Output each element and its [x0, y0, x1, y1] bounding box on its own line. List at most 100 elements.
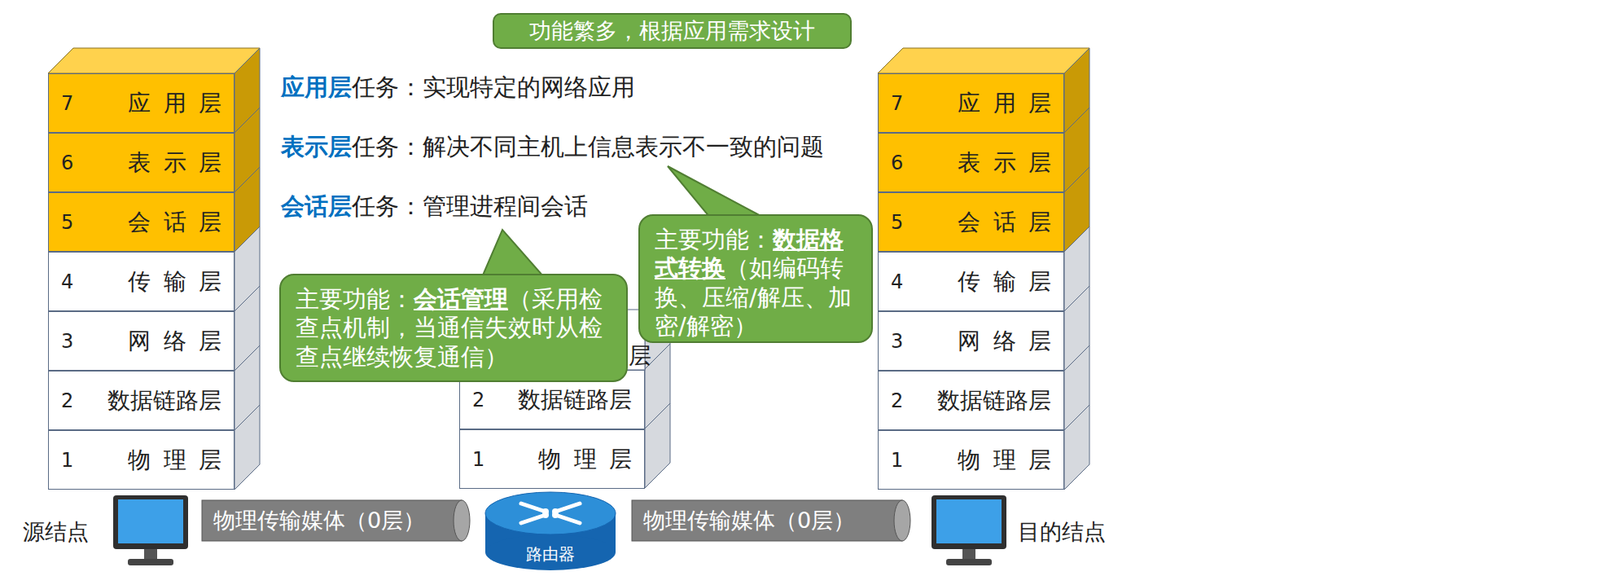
callout-box: 主要功能：会话管理（采用检查点机制，当通信失效时从检查点继续恢复通信）: [279, 273, 628, 382]
monitor-screen: [936, 499, 1002, 544]
layer-number: 6: [890, 151, 904, 175]
stack-side-face: [1064, 404, 1090, 490]
router-arrow: [555, 514, 580, 523]
layer-number: 4: [61, 270, 74, 294]
layer-number: 3: [61, 329, 74, 353]
layer-number: 2: [890, 389, 904, 413]
media-box: 物理传输媒体（0层）: [201, 499, 462, 541]
media-label: 物理传输媒体（0层）: [213, 505, 426, 535]
host-node: 目的结点: [928, 488, 1124, 570]
layer-name: 物理层: [957, 444, 1064, 476]
monitor-base: [127, 558, 174, 566]
monitor-frame: [113, 495, 189, 549]
monitor-base: [946, 558, 992, 566]
layer-name: 数据链路层: [937, 385, 1052, 417]
layer-box: 4 传输层: [48, 251, 235, 312]
layer-name: 物理层: [127, 444, 234, 476]
layer-name: 网络层: [957, 325, 1064, 357]
monitor-stand: [962, 548, 976, 559]
layer-box: 1 物理层: [877, 429, 1065, 490]
router-arrow: [521, 514, 546, 523]
stack-side-face: [234, 404, 260, 490]
layer-number: 2: [472, 388, 485, 412]
layer-box: 3 网络层: [48, 311, 235, 371]
layer-name: 传输层: [957, 266, 1064, 298]
layer-box: 7 应用层: [48, 73, 235, 133]
router-arrow: [555, 503, 580, 512]
stack-top-face: [48, 48, 260, 74]
layer-number: 3: [890, 329, 904, 353]
layer-number: 1: [61, 448, 74, 472]
layer-number: 4: [890, 270, 904, 294]
layer-box: 6 表示层: [877, 132, 1065, 193]
layer-box: 3 网络层: [877, 311, 1065, 371]
callout-text: 主要功能：: [295, 284, 414, 313]
layer-name: 应用层: [127, 87, 234, 119]
callout-box: 主要功能：数据格式转换（如编码转换、压缩/解压、加密/解密）: [638, 214, 873, 343]
layer-box: 5 会话层: [48, 192, 235, 252]
monitor-frame: [931, 495, 1007, 549]
layer-fragment: 层: [628, 340, 652, 372]
layer-name: 传输层: [127, 266, 234, 298]
media-label: 物理传输媒体（0层）: [643, 505, 855, 535]
task-text: 任务：管理进程间会话: [351, 192, 588, 220]
monitor-stand: [144, 548, 158, 559]
router-arrow-head: [542, 511, 549, 518]
stack-side-face: [644, 403, 671, 488]
layer-name: 会话层: [957, 206, 1064, 238]
callout-box: 功能繁多，根据应用需求设计: [492, 13, 852, 49]
router-node: 路由器: [485, 491, 616, 570]
layer-number: 1: [472, 447, 485, 471]
layer-number: 7: [61, 92, 74, 115]
layer-name: 网络层: [127, 325, 234, 357]
layer-box: 1 物理层: [459, 429, 645, 489]
layer-title: 会话层: [280, 192, 352, 220]
layer-name: 表示层: [127, 147, 234, 179]
callout-text: 主要功能：: [654, 225, 773, 254]
layer-name: 数据链路层: [517, 384, 632, 416]
host-label: 源结点: [22, 517, 89, 547]
media-cylinder-end: [453, 499, 470, 541]
layer-name: 会话层: [127, 206, 234, 238]
callout-pointer: [482, 229, 544, 277]
layer-number: 1: [890, 448, 904, 472]
task-line: 应用层任务：实现特定的网络应用: [280, 71, 636, 105]
task-line: 会话层任务：管理进程间会话: [280, 190, 588, 224]
task-text: 任务：解决不同主机上信息表示不一致的问题: [351, 132, 825, 161]
media-cylinder-end: [894, 499, 911, 541]
host-label: 目的结点: [1017, 517, 1106, 547]
task-line: 表示层任务：解决不同主机上信息表示不一致的问题: [280, 131, 825, 164]
media-cylinder: [631, 499, 903, 541]
router-top: [485, 491, 616, 535]
layer-box: 6 表示层: [48, 132, 235, 193]
layer-box: 2 数据链路层: [877, 370, 1065, 430]
media-cylinder: [201, 499, 462, 541]
task-text: 任务：实现特定的网络应用: [351, 73, 636, 101]
monitor-screen: [118, 499, 184, 544]
callout-keyword: 会话管理: [413, 284, 509, 313]
layer-box: 4 传输层: [877, 251, 1065, 312]
layer-box: 7 应用层: [877, 73, 1065, 133]
router-arrow-head: [552, 508, 559, 515]
router-bottom: [485, 534, 616, 570]
layer-number: 5: [890, 210, 904, 234]
router-arrow: [521, 503, 546, 512]
layer-name: 表示层: [957, 147, 1064, 179]
layer-title: 应用层: [280, 73, 352, 101]
layer-number: 7: [890, 92, 904, 115]
callout-text: 功能繁多，根据应用需求设计: [529, 16, 816, 46]
router-label: 路由器: [526, 543, 575, 566]
layer-number: 2: [61, 389, 74, 413]
layer-title: 表示层: [280, 132, 352, 161]
layer-box: 5 会话层: [877, 192, 1065, 252]
layer-name: 应用层: [957, 87, 1064, 119]
layer-box: 1 物理层: [48, 429, 235, 490]
layer-number: 6: [61, 151, 74, 175]
layer-name: 物理层: [538, 443, 645, 475]
host-node: 源结点: [16, 488, 196, 570]
layer-number: 5: [61, 210, 74, 234]
media-box: 物理传输媒体（0层）: [631, 499, 903, 541]
callout-pointer: [667, 166, 764, 218]
layer-box: 2数据链路层: [48, 370, 235, 430]
stack-top-face: [877, 48, 1090, 74]
